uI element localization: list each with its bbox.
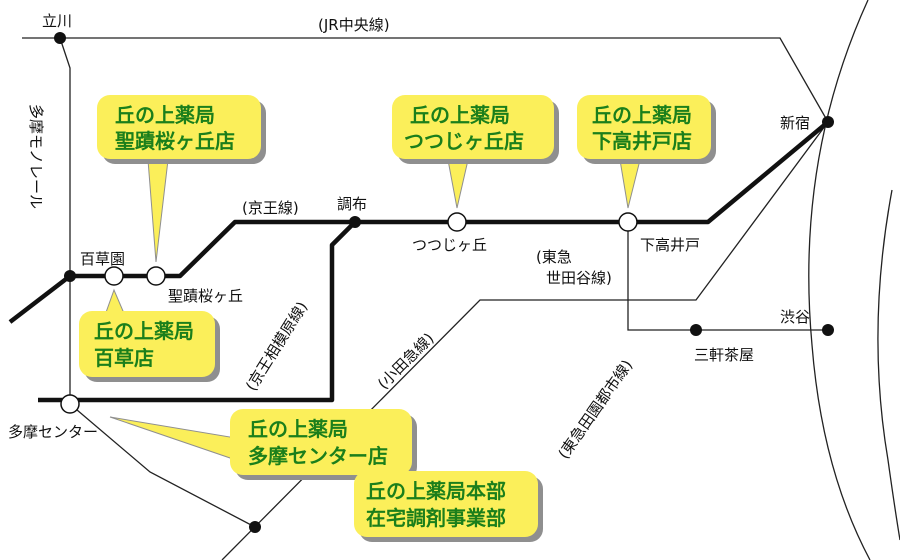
pharmacy-mogusa-line1: 丘の上薬局 [94,319,194,343]
station-mogusaen-marker [104,266,124,286]
line-label-tokyu-denentoshi: (東急田園都市線) [555,356,637,462]
line-keio-sagamihara [38,220,357,403]
line-label-jr-chuo: (JR中央線) [318,16,390,34]
outer-curve-2 [877,189,900,541]
line-keio [8,120,830,324]
labels: 立川 (JR中央線) 新宿 (京王線) 調布 つつじヶ丘 下高井戸 (東急 世田… [8,12,810,462]
pharmacy-honbu-box [354,471,538,537]
line-tama-south [69,403,256,528]
station-shimotaka-marker [618,212,638,232]
station-label-tsutsujigaoka: つつじヶ丘 [412,236,487,254]
pharmacy-seiseki-line1: 丘の上薬局 [115,103,215,127]
callout-tail-tsutsuji [447,159,469,209]
outer-curve-1 [808,0,871,560]
pharmacy-shimotaka-line1: 丘の上薬局 [592,103,692,127]
station-shibuya-dot [822,324,834,336]
line-label-tokyu-setagaya-2: 世田谷線) [546,269,612,287]
pharmacy-honbu-line1: 丘の上薬局本部 [366,479,506,503]
station-label-sangenjaya: 三軒茶屋 [694,346,754,364]
station-mogusa-junction-dot [64,270,76,282]
station-south-dot [249,521,261,533]
station-tama-center-marker [60,394,80,414]
line-label-keio: (京王線) [242,199,299,217]
thick-lines [8,120,830,403]
pharmacy-tama-line1: 丘の上薬局 [248,417,348,441]
station-sangenjaya-dot [690,324,702,336]
pharmacy-shimotaka-box [577,95,711,159]
station-label-shimotakaido: 下高井戸 [640,236,700,254]
pharmacy-seiseki-line2: 聖蹟桜ヶ丘店 [115,129,235,153]
station-tachikawa-dot [54,32,66,44]
pharmacy-mogusa-line2: 百草店 [94,346,154,370]
callout-tail-shimotaka [619,159,641,209]
pharmacy-seiseki: 丘の上薬局 聖蹟桜ヶ丘店 [97,95,266,164]
pharmacy-shimotaka: 丘の上薬局 下高井戸店 [577,95,716,164]
pharmacy-tsutsuji-box [392,95,554,159]
line-setagaya [627,222,696,331]
line-label-keio-sagamihara: (京王相模原線) [242,298,311,394]
station-label-seisekisakuragaoka: 聖蹟桜ヶ丘 [168,287,243,305]
pharmacy-tsutsuji: 丘の上薬局 つつじヶ丘店 [392,95,559,164]
pharmacy-honbu-line2: 在宅調剤事業部 [366,506,506,530]
line-tama-monorail [59,37,71,404]
pharmacy-tama-line2: 多摩センター店 [248,444,388,468]
line-label-tokyu-setagaya-1: (東急 [536,248,572,266]
pharmacy-seiseki-box [97,95,261,159]
line-jr-chuo [22,37,829,123]
stations [54,32,834,533]
station-label-tachikawa: 立川 [42,12,72,30]
station-label-tama-center: 多摩センター [8,423,98,441]
station-label-mogusaen: 百草園 [80,250,125,268]
pharmacy-tsutsuji-line1: 丘の上薬局 [410,103,510,127]
pharmacy-shimotaka-line2: 下高井戸店 [592,129,692,153]
callout-tail-seiseki [147,159,169,263]
line-label-tama-monorail: 多摩モノレール [27,104,45,209]
station-tsutsuji-marker [447,212,467,232]
pharmacy-mogusa-box [79,311,215,377]
station-shinjuku-dot [822,116,834,128]
station-label-shinjuku: 新宿 [780,114,810,132]
station-chofu-dot [349,216,361,228]
pharmacy-tsutsuji-line2: つつじヶ丘店 [404,129,524,153]
station-label-shibuya: 渋谷 [780,308,810,326]
pharmacy-tama: 丘の上薬局 多摩センター店 [230,409,417,480]
station-seiseki-marker [146,266,166,286]
station-label-chofu: 調布 [337,195,367,213]
line-label-odakyu: (小田急線) [374,329,437,392]
pharmacy-mogusa: 丘の上薬局 百草店 [79,311,220,382]
pharmacy-tama-box [230,409,412,475]
pharmacy-honbu: 丘の上薬局本部 在宅調剤事業部 [354,471,543,542]
